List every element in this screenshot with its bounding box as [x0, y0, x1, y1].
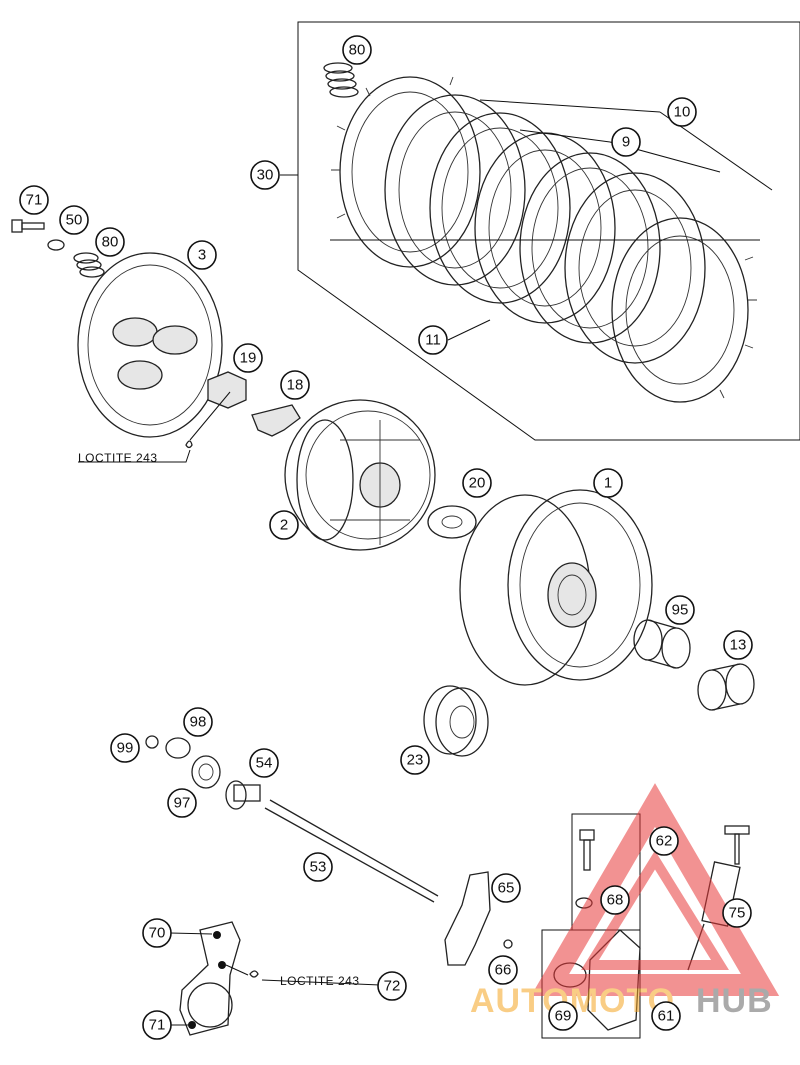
callout-95: 95 — [665, 595, 695, 625]
gasket-65 — [444, 871, 491, 966]
callout-80-top: 80 — [342, 35, 372, 65]
loctite-drop-top — [185, 440, 193, 449]
loctite-note-top: LOCTITE 243 — [78, 451, 158, 465]
callout-62: 62 — [649, 826, 679, 856]
callout-19: 19 — [233, 343, 263, 373]
callout-54: 54 — [249, 748, 279, 778]
svg-text:99: 99 — [117, 740, 134, 757]
inner-hub-2 — [284, 399, 436, 551]
callout-13: 13 — [723, 630, 753, 660]
svg-text:71: 71 — [26, 192, 43, 209]
bleeder-62 — [579, 829, 595, 871]
callout-97: 97 — [167, 788, 197, 818]
pressure-plate-3 — [77, 252, 223, 438]
callout-20: 20 — [462, 468, 492, 498]
loctite-note-bottom: LOCTITE 243 — [280, 974, 360, 988]
gear-23 — [423, 685, 489, 757]
svg-text:66: 66 — [495, 962, 512, 979]
callout-23: 23 — [400, 745, 430, 775]
lock-washer-18 — [251, 404, 301, 437]
clutch-plate-stack — [331, 76, 757, 403]
svg-text:68: 68 — [607, 892, 624, 909]
callout-99: 99 — [110, 733, 140, 763]
svg-text:62: 62 — [656, 833, 673, 850]
callout-70: 70 — [142, 918, 172, 948]
svg-text:9: 9 — [622, 134, 630, 151]
svg-text:69: 69 — [555, 1008, 572, 1025]
svg-text:20: 20 — [469, 475, 486, 492]
callout-66: 66 — [488, 955, 518, 985]
bolt-71-top — [11, 219, 45, 233]
svg-text:70: 70 — [149, 925, 166, 942]
svg-text:61: 61 — [658, 1008, 675, 1025]
callout-71-top: 71 — [19, 185, 49, 215]
callout-layer: 80 10 9 30 11 71 50 80 3 19 18 2 20 1 95… — [19, 35, 753, 1040]
callout-71-bottom: 71 — [142, 1010, 172, 1040]
svg-text:10: 10 — [674, 104, 691, 121]
callout-1: 1 — [593, 468, 623, 498]
washer-20 — [427, 505, 477, 539]
seal-66 — [503, 939, 513, 949]
callout-9: 9 — [611, 127, 641, 157]
callout-30: 30 — [250, 160, 280, 190]
nut-19 — [207, 371, 247, 409]
bearing-97 — [191, 755, 221, 789]
svg-text:65: 65 — [498, 880, 515, 897]
push-rod-53 — [264, 799, 439, 903]
callout-80-left: 80 — [95, 227, 125, 257]
callout-69: 69 — [548, 1001, 578, 1031]
svg-text:54: 54 — [256, 755, 273, 772]
pressure-piece-54 — [225, 780, 261, 810]
svg-text:19: 19 — [240, 350, 257, 367]
callout-72: 72 — [377, 971, 407, 1001]
svg-text:75: 75 — [729, 905, 746, 922]
svg-text:13: 13 — [730, 637, 747, 654]
clutch-kit-box — [297, 21, 800, 441]
svg-text:53: 53 — [310, 859, 327, 876]
callout-3: 3 — [187, 240, 217, 270]
svg-text:80: 80 — [102, 234, 119, 251]
watermark-text-accent: HUB — [696, 982, 773, 1020]
callout-50: 50 — [59, 205, 89, 235]
svg-text:30: 30 — [257, 167, 274, 184]
circlip-99 — [145, 735, 159, 749]
svg-text:97: 97 — [174, 795, 191, 812]
spring-80-left — [73, 252, 105, 278]
svg-text:11: 11 — [425, 332, 441, 349]
callout-61: 61 — [651, 1001, 681, 1031]
callout-98: 98 — [183, 707, 213, 737]
svg-text:2: 2 — [280, 517, 288, 534]
svg-text:18: 18 — [287, 377, 304, 394]
svg-text:98: 98 — [190, 714, 207, 731]
svg-text:50: 50 — [66, 212, 83, 229]
clutch-basket-1 — [459, 489, 653, 686]
callout-75: 75 — [722, 898, 752, 928]
callout-65: 65 — [491, 873, 521, 903]
svg-text:80: 80 — [349, 42, 366, 59]
bushing-13 — [697, 663, 755, 711]
svg-text:23: 23 — [407, 752, 424, 769]
callout-2: 2 — [269, 510, 299, 540]
callout-53: 53 — [303, 852, 333, 882]
needle-bearing-95 — [633, 619, 691, 669]
svg-text:95: 95 — [672, 602, 689, 619]
callout-10: 10 — [667, 97, 697, 127]
washer-50 — [47, 239, 65, 251]
loctite-drop-bottom — [249, 970, 259, 978]
callout-18: 18 — [280, 370, 310, 400]
spring-80-top — [323, 62, 359, 98]
svg-text:71: 71 — [149, 1017, 166, 1034]
svg-text:72: 72 — [384, 978, 401, 995]
callout-11: 11 — [418, 325, 448, 355]
svg-text:1: 1 — [604, 475, 612, 492]
washer-98 — [165, 737, 191, 759]
svg-text:3: 3 — [198, 247, 206, 264]
bracket-70 — [179, 921, 241, 1036]
callout-68: 68 — [600, 885, 630, 915]
